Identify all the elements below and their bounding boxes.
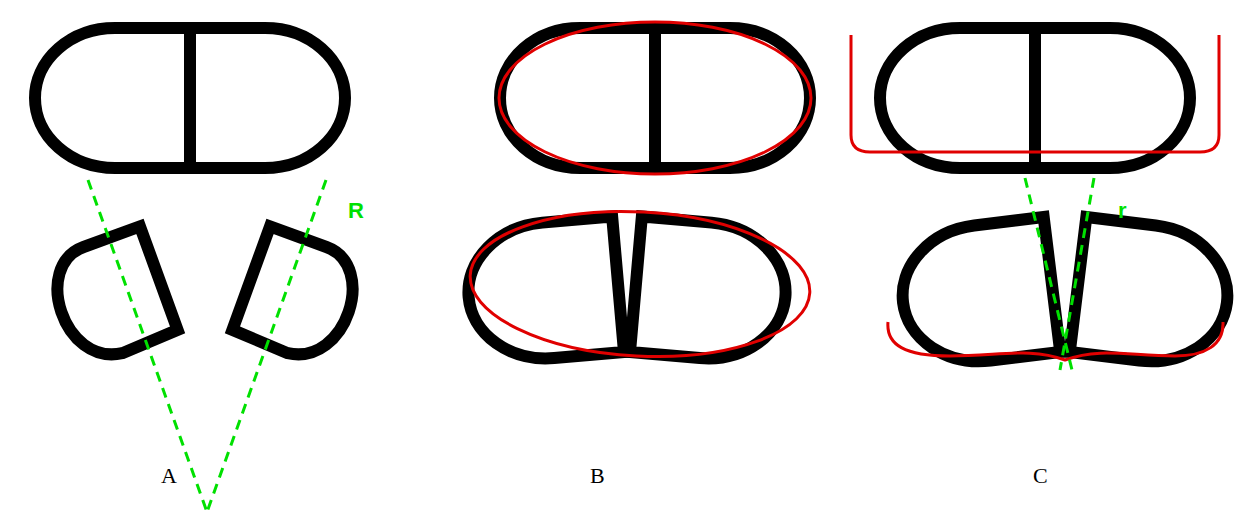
daughter-cells (43, 226, 367, 367)
dividing-cell (500, 28, 810, 168)
dividing-cell (880, 28, 1190, 168)
panel-label: C (1033, 465, 1048, 487)
envelope (466, 203, 813, 365)
daughter-cells (463, 217, 792, 366)
dividing-cell (35, 28, 345, 168)
envelope (499, 22, 811, 174)
panel-label: A (161, 465, 177, 487)
panel-label: B (590, 465, 605, 487)
radius-label: R (348, 200, 364, 222)
radius-label: r (1118, 200, 1127, 222)
envelope (851, 35, 1219, 152)
envelope (888, 322, 1223, 360)
radius-line (88, 180, 326, 512)
radius-line (1025, 178, 1094, 370)
